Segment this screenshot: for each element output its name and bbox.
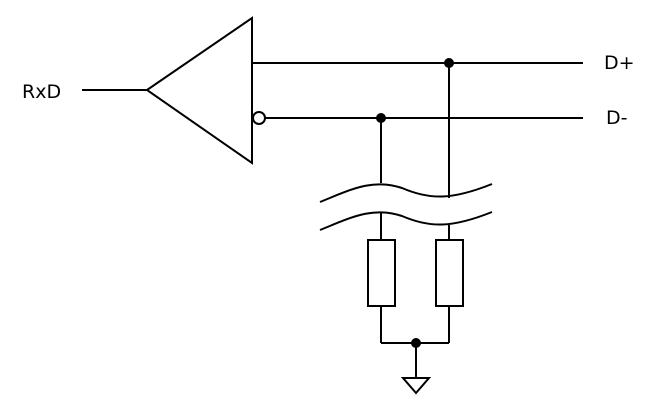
resistor-left-icon xyxy=(367,239,396,307)
d-plus-label: D+ xyxy=(604,52,635,74)
inversion-bubble-icon xyxy=(252,111,266,125)
cable-break-upper-icon xyxy=(319,183,493,203)
d-minus-label: D- xyxy=(606,107,628,129)
rxd-label: RxD xyxy=(22,81,61,103)
ground-icon xyxy=(400,377,432,395)
driver-triangle-icon xyxy=(145,16,253,165)
resistor-right-icon xyxy=(435,239,464,307)
cable-break-lower-icon xyxy=(319,211,493,231)
